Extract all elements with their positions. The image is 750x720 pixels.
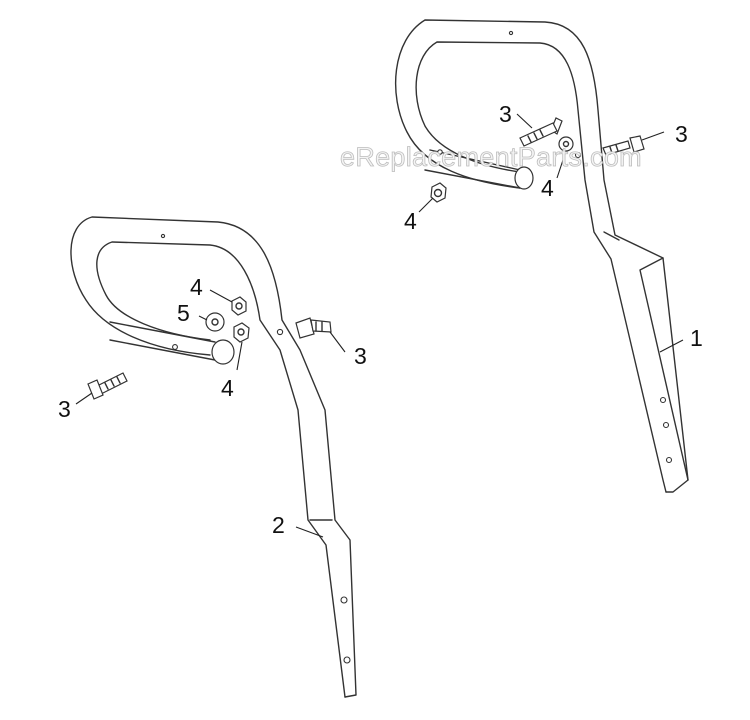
nut-loose xyxy=(430,182,447,203)
nut-lower-lower xyxy=(233,322,250,343)
handle-part-1 xyxy=(394,19,689,493)
washer-part-5 xyxy=(205,312,225,332)
callout-1: 1 xyxy=(690,325,703,351)
callout-4-lower-lower: 4 xyxy=(221,375,234,401)
handle-part-2 xyxy=(70,216,357,698)
callout-3-upper-left: 3 xyxy=(499,101,512,127)
bolt-upper-right xyxy=(602,135,645,156)
nut-lower-upper xyxy=(231,296,247,316)
callout-5: 5 xyxy=(177,300,190,326)
tube-end xyxy=(211,339,235,365)
callout-3-lower-right: 3 xyxy=(354,343,367,369)
bolt-lower-left xyxy=(87,372,128,400)
leader-lines xyxy=(75,113,684,538)
callout-4-lower-upper: 4 xyxy=(190,274,203,300)
watermark-text: eReplacementParts.com xyxy=(340,142,642,172)
callout-3-upper-right: 3 xyxy=(675,121,688,147)
callout-4-loose-nut: 4 xyxy=(404,208,417,234)
bolt-lower-right xyxy=(295,317,332,339)
tube-end xyxy=(514,166,534,190)
callout-3-lower-left: 3 xyxy=(58,396,71,422)
callout-2: 2 xyxy=(272,512,285,538)
bolt-upper-left xyxy=(519,117,563,147)
callout-4-upper: 4 xyxy=(541,175,554,201)
